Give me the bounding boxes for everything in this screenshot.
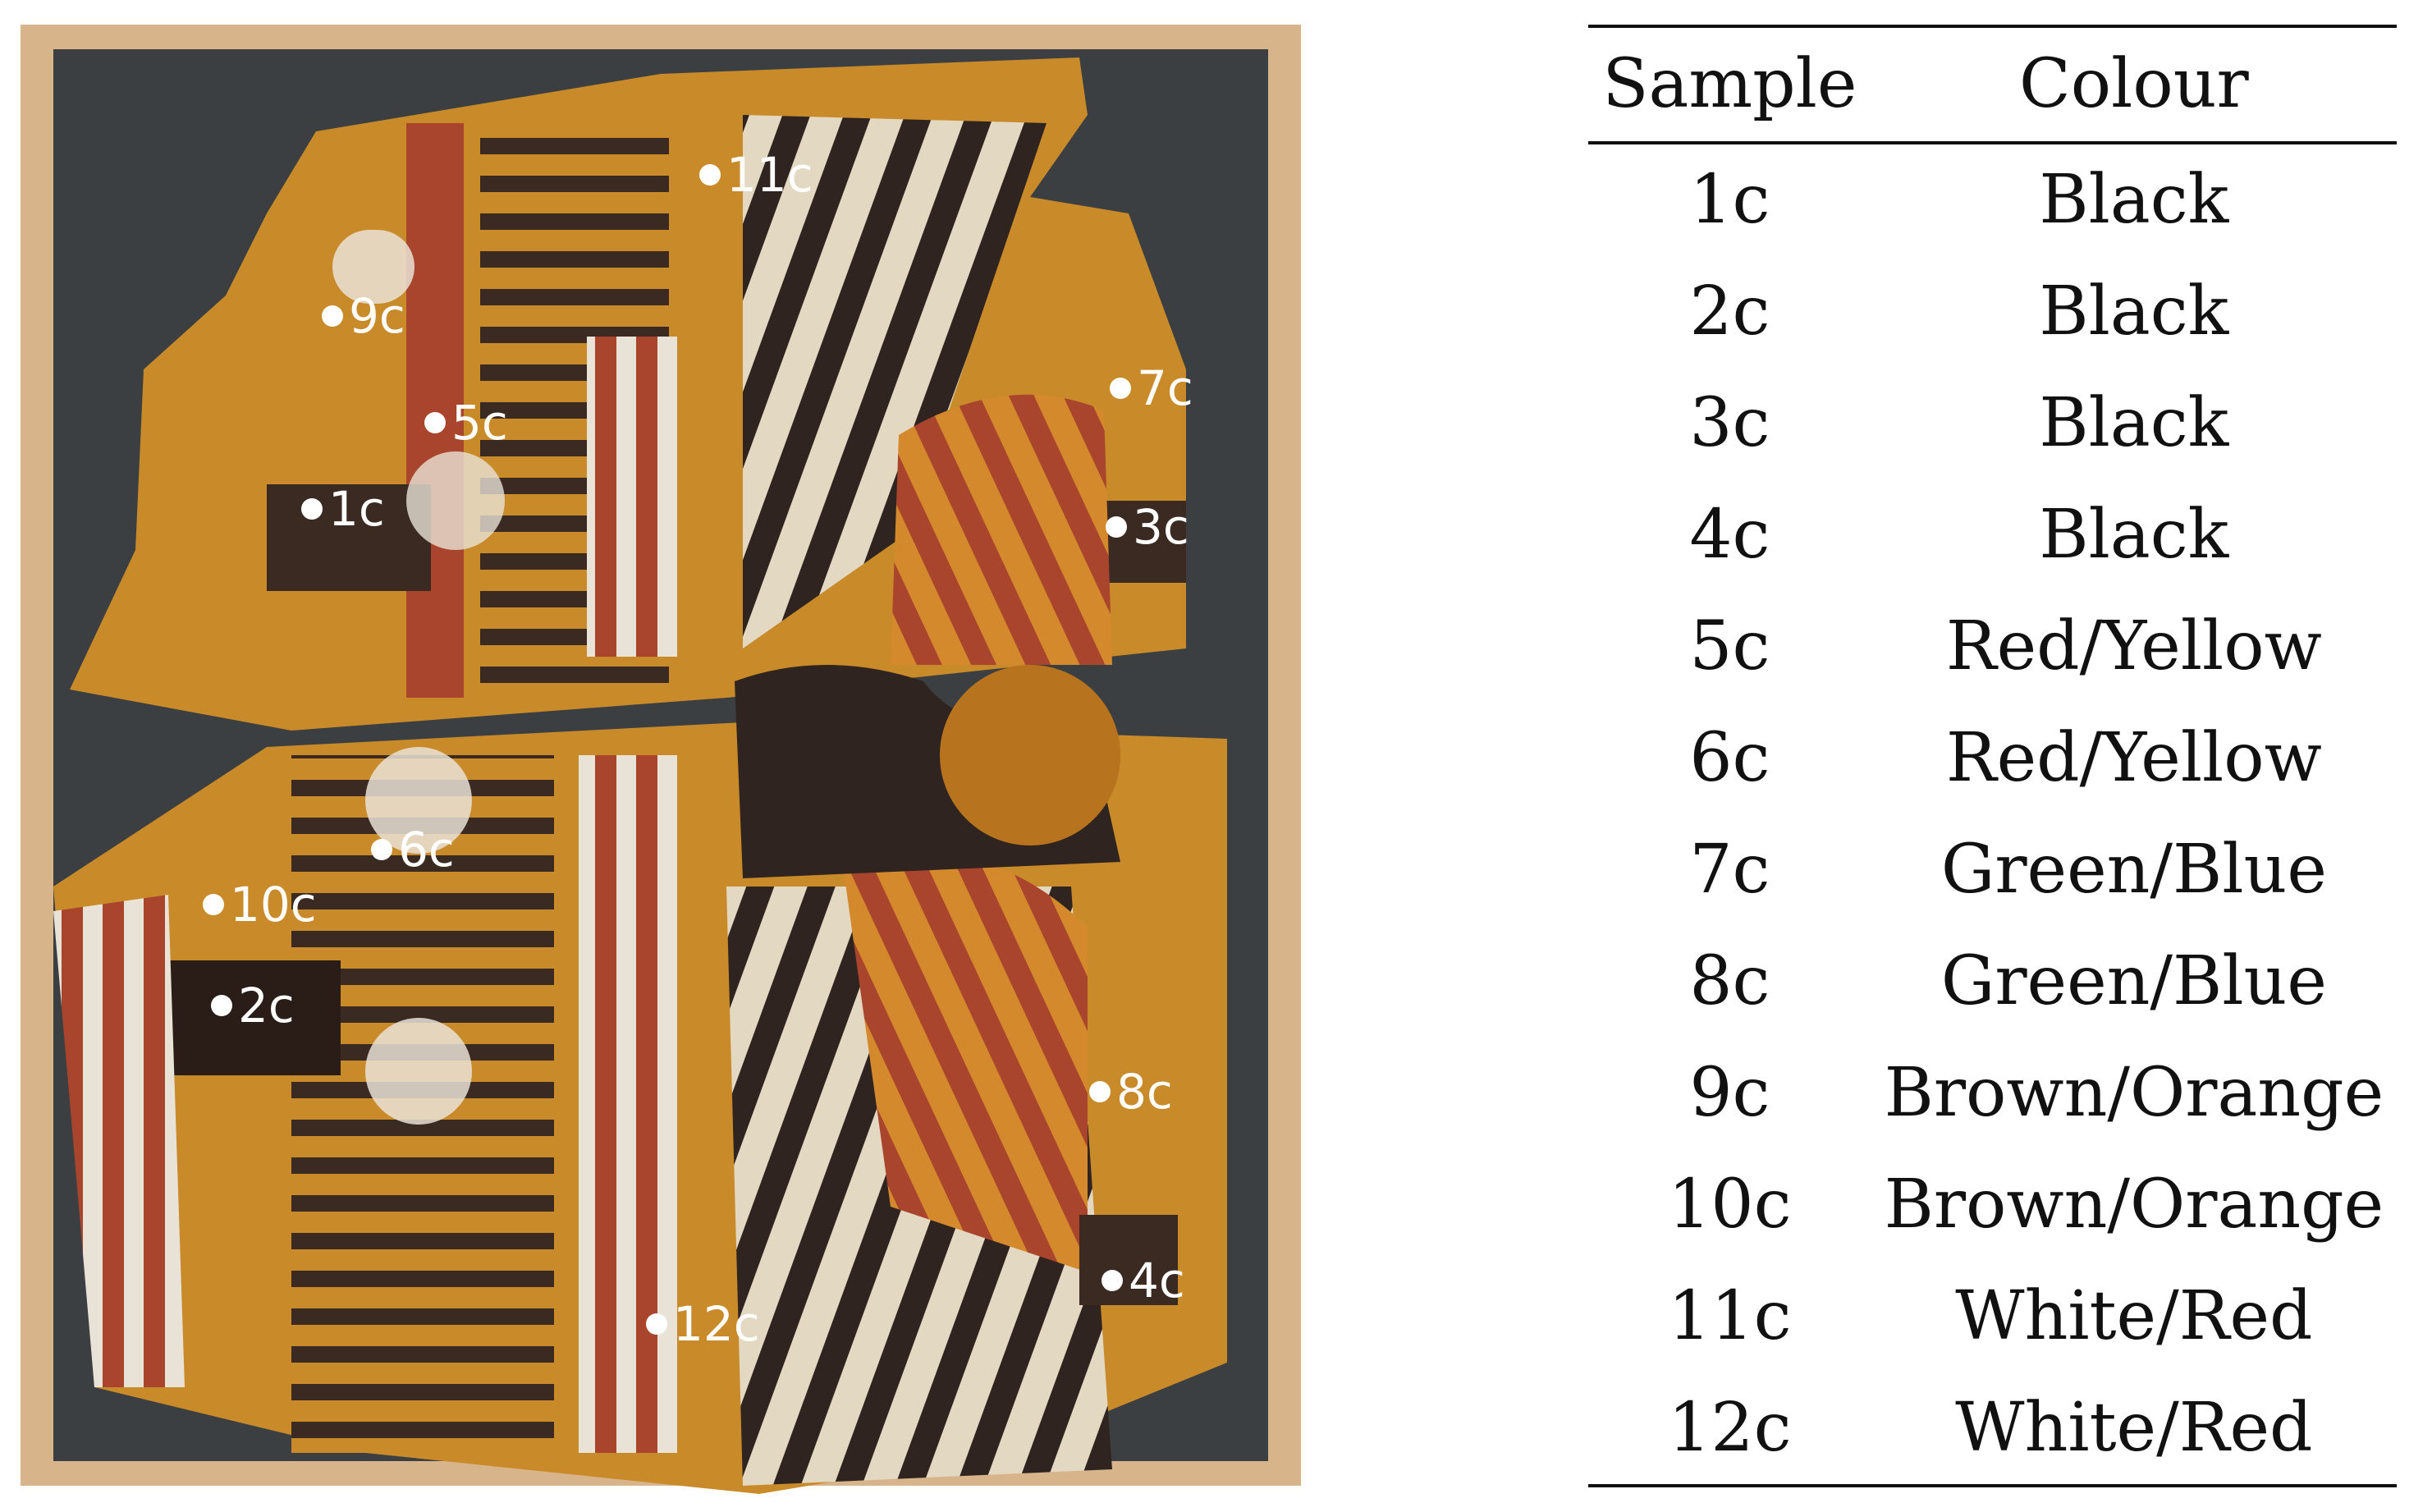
marker-label: 8c xyxy=(1116,1064,1173,1120)
cell-colour: Brown/Orange xyxy=(1884,1166,2384,1244)
marker-label: 10c xyxy=(230,877,317,932)
marker-label: 11c xyxy=(726,147,813,203)
cartonnage-photo: 11c 9c 5c 7c 1c 3c 6c 10c 2c 8c 4c 12c xyxy=(21,25,1326,1510)
cell-colour: White/Red xyxy=(1955,1389,2313,1467)
marker-dot xyxy=(1106,516,1127,538)
marker-dot xyxy=(699,164,721,186)
cell-colour: Green/Blue xyxy=(1940,831,2327,909)
table-row: 4c Black xyxy=(1588,479,2397,591)
cell-colour: Green/Blue xyxy=(1940,942,2327,1020)
marker-dot xyxy=(211,995,232,1016)
marker-dot xyxy=(424,412,446,433)
marker-9c: 9c xyxy=(322,288,405,344)
marker-label: 3c xyxy=(1133,499,1189,555)
marker-label: 7c xyxy=(1137,360,1193,416)
cell-colour: Red/Yellow xyxy=(1945,719,2322,797)
marker-dot xyxy=(1110,378,1131,399)
marker-dot xyxy=(301,498,323,520)
marker-label: 12c xyxy=(673,1296,760,1352)
cell-sample: 10c xyxy=(1668,1166,1792,1244)
marker-dot xyxy=(322,305,343,327)
table-header-row: Sample Colour xyxy=(1588,26,2397,143)
cell-sample: 2c xyxy=(1689,273,1770,351)
cell-sample: 5c xyxy=(1689,607,1770,685)
marker-10c: 10c xyxy=(203,877,317,932)
cell-sample: 3c xyxy=(1689,384,1770,462)
cell-sample: 9c xyxy=(1689,1054,1770,1132)
marker-8c: 8c xyxy=(1089,1064,1173,1120)
cell-colour: White/Red xyxy=(1955,1277,2313,1355)
cell-colour: Black xyxy=(2039,496,2229,574)
header-colour: Colour xyxy=(2019,45,2249,123)
table-row: 10c Brown/Orange xyxy=(1588,1149,2397,1261)
marker-label: 2c xyxy=(238,978,295,1033)
marker-6c: 6c xyxy=(371,822,455,877)
header-sample: Sample xyxy=(1602,45,1857,123)
upper-fragment xyxy=(70,57,1186,731)
cell-sample: 7c xyxy=(1689,831,1770,909)
cell-sample: 12c xyxy=(1668,1389,1792,1467)
table-row: 9c Brown/Orange xyxy=(1588,1038,2397,1149)
cell-colour: Black xyxy=(2039,161,2229,239)
marker-1c: 1c xyxy=(301,481,385,537)
marker-3c: 3c xyxy=(1106,499,1189,555)
marker-5c: 5c xyxy=(424,395,508,451)
marker-dot xyxy=(1089,1081,1111,1102)
cell-sample: 6c xyxy=(1689,719,1770,797)
table-row: 5c Red/Yellow xyxy=(1588,591,2397,703)
marker-4c: 4c xyxy=(1101,1253,1185,1308)
marker-label: 1c xyxy=(328,481,385,537)
cell-sample: 1c xyxy=(1689,161,1770,239)
cell-colour: Brown/Orange xyxy=(1884,1054,2384,1132)
cartonnage-photo-drawing: 11c 9c 5c 7c 1c 3c 6c 10c 2c 8c 4c 12c xyxy=(21,25,1301,1494)
table-row: 3c Black xyxy=(1588,368,2397,479)
cell-sample: 4c xyxy=(1689,496,1770,574)
table-row: 6c Red/Yellow xyxy=(1588,703,2397,814)
cell-colour: Black xyxy=(2039,384,2229,462)
table-row: 1c Black xyxy=(1588,143,2397,256)
cell-sample: 8c xyxy=(1689,942,1770,1020)
table-row: 12c White/Red xyxy=(1588,1372,2397,1486)
marker-label: 5c xyxy=(451,395,508,451)
lower-fragment xyxy=(53,665,1227,1494)
marker-12c: 12c xyxy=(646,1296,760,1352)
marker-dot xyxy=(646,1313,667,1335)
marker-label: 9c xyxy=(349,288,405,344)
marker-2c: 2c xyxy=(211,978,295,1033)
table-row: 2c Black xyxy=(1588,256,2397,368)
marker-label: 4c xyxy=(1129,1253,1185,1308)
cell-colour: Black xyxy=(2039,273,2229,351)
table-row: 7c Green/Blue xyxy=(1588,814,2397,926)
marker-label: 6c xyxy=(398,822,455,877)
table-row: 8c Green/Blue xyxy=(1588,926,2397,1038)
cell-sample: 11c xyxy=(1668,1277,1792,1355)
marker-11c: 11c xyxy=(699,147,813,203)
marker-dot xyxy=(203,894,224,915)
marker-7c: 7c xyxy=(1110,360,1193,416)
marker-dot xyxy=(1101,1270,1123,1291)
cell-colour: Red/Yellow xyxy=(1945,607,2322,685)
marker-dot xyxy=(371,839,392,860)
table-row: 11c White/Red xyxy=(1588,1261,2397,1372)
